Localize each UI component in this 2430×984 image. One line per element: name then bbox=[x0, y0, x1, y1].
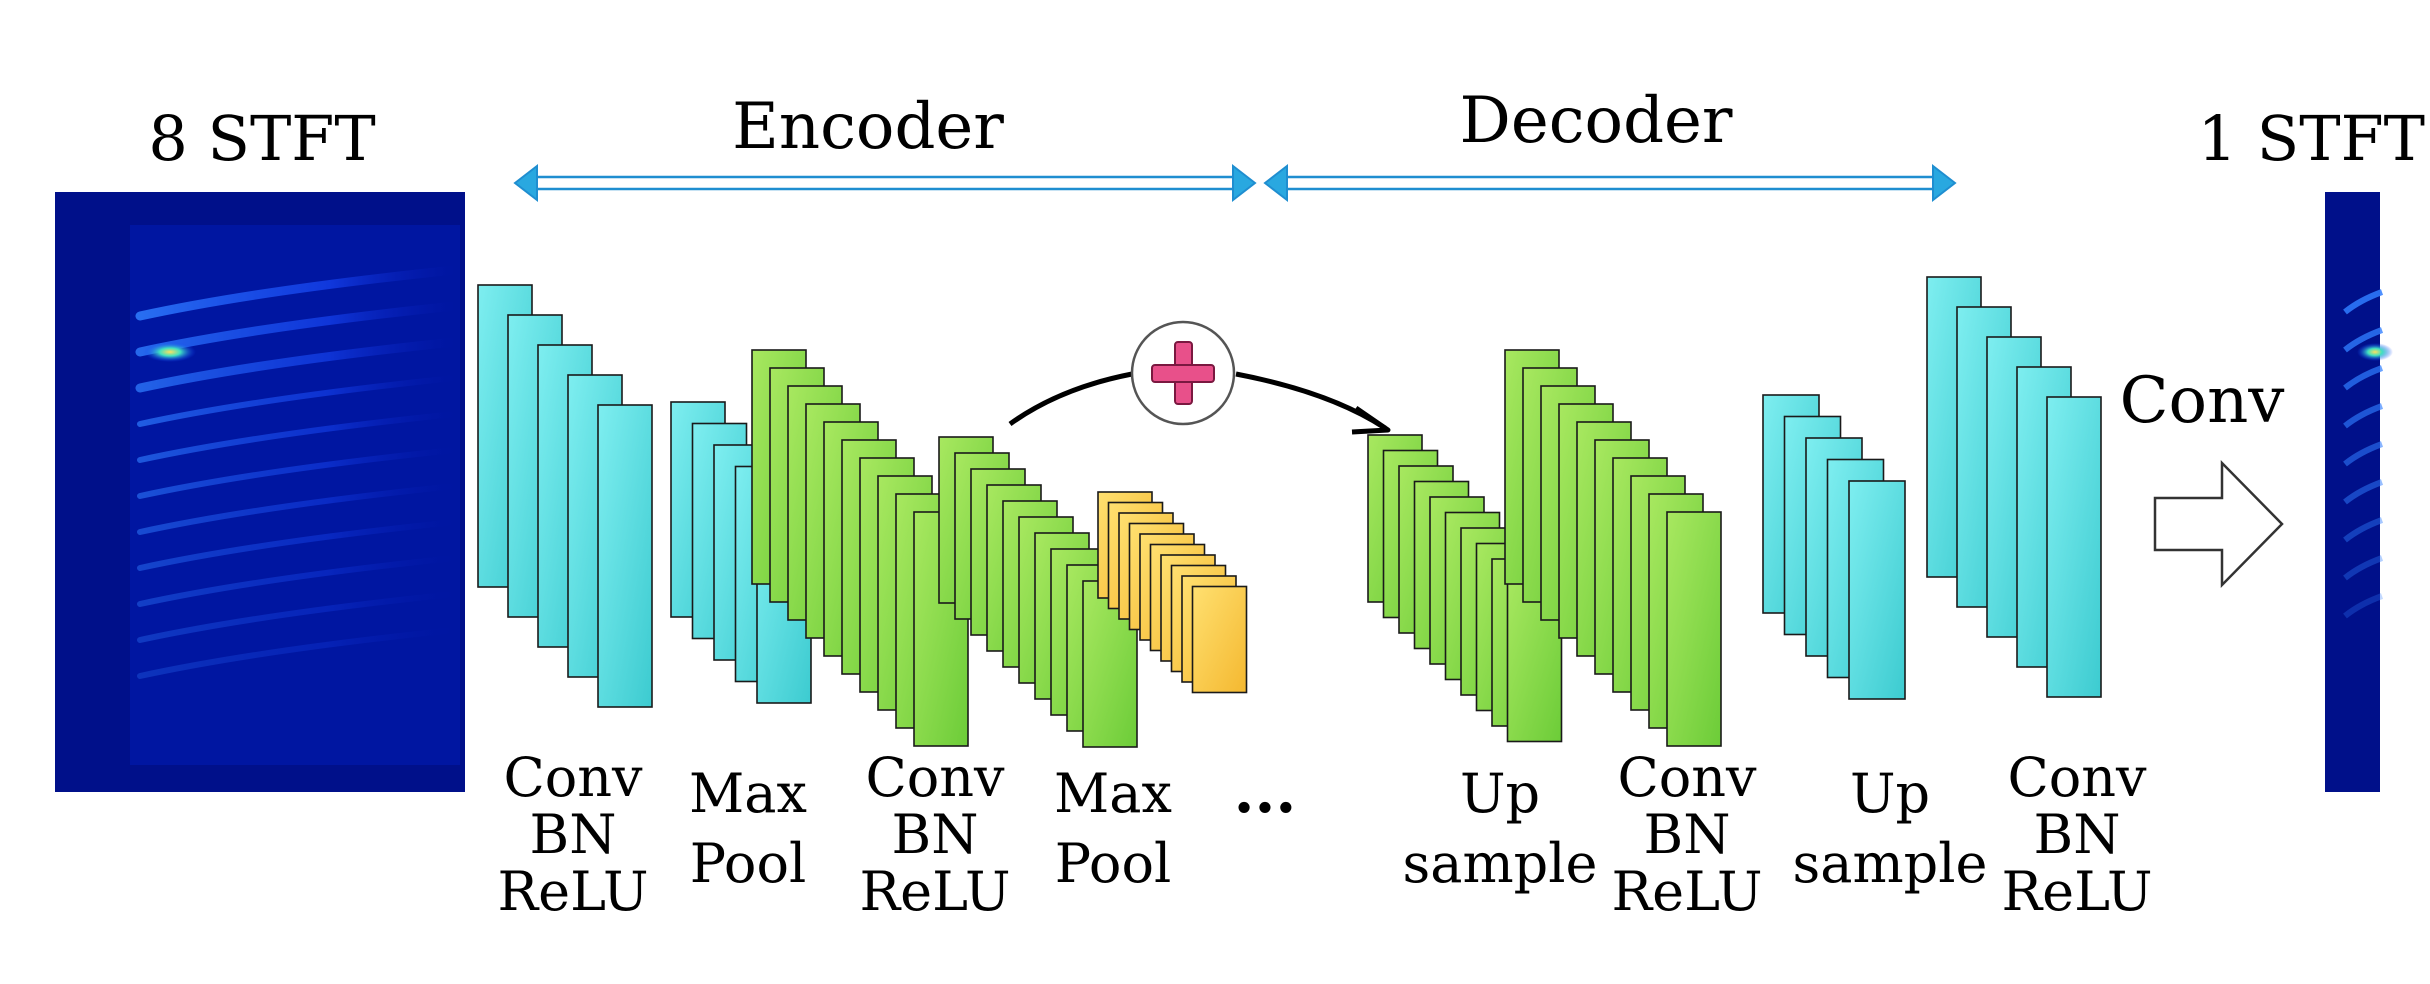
stage-label-line: Conv bbox=[1617, 746, 1757, 809]
layer-stack bbox=[938, 436, 1138, 748]
layer-stack bbox=[1367, 434, 1563, 743]
layer-stacks bbox=[477, 276, 2102, 748]
right-arrow-icon bbox=[2153, 459, 2284, 589]
stage-label-line: ReLU bbox=[497, 860, 648, 923]
stage-label-line: Conv bbox=[865, 746, 1005, 809]
stage-label-line: BN bbox=[892, 803, 979, 866]
stage-label-line: Conv bbox=[2007, 746, 2147, 809]
input-label: 8 STFT bbox=[148, 102, 375, 175]
stage-label-line: Up bbox=[1460, 762, 1540, 825]
encoder-label: Encoder bbox=[732, 90, 1004, 164]
decoder-arrow bbox=[1263, 163, 1957, 203]
stage-label-line: BN bbox=[530, 803, 617, 866]
output-spectrogram bbox=[2325, 192, 2393, 792]
stage-label-line: Max bbox=[1054, 762, 1172, 825]
feature-map bbox=[597, 404, 653, 708]
stage-label-line: Conv bbox=[503, 746, 643, 809]
stage-label: Up sample bbox=[1793, 762, 1988, 895]
layer-stack bbox=[1097, 491, 1248, 694]
stage-label-line: ReLU bbox=[1611, 860, 1762, 923]
encoder-arrow bbox=[513, 163, 1257, 203]
layer-stack bbox=[1926, 276, 2102, 698]
stage-label-line: sample bbox=[1793, 832, 1988, 895]
stage-label-line: Pool bbox=[690, 832, 806, 895]
stage-label-line: Max bbox=[689, 762, 807, 825]
feature-map bbox=[1666, 511, 1722, 747]
decoder-label: Decoder bbox=[1460, 84, 1733, 158]
stage-label-line: sample bbox=[1403, 832, 1598, 895]
stage-label-line: ReLU bbox=[859, 860, 1010, 923]
output-label: 1 STFT bbox=[2198, 102, 2425, 175]
feature-map bbox=[2046, 396, 2102, 698]
layer-stack bbox=[1504, 349, 1722, 747]
layer-stack bbox=[751, 349, 969, 747]
stage-label-line: Up bbox=[1850, 762, 1930, 825]
input-spectrogram bbox=[55, 192, 465, 792]
conv-label: Conv bbox=[2120, 364, 2285, 438]
feature-map bbox=[1848, 480, 1906, 700]
stage-label-line: BN bbox=[2034, 803, 2121, 866]
stage-label: Up sample bbox=[1403, 762, 1598, 895]
layer-stack bbox=[1762, 394, 1906, 700]
add-icon bbox=[1151, 341, 1215, 405]
feature-map bbox=[1191, 585, 1248, 694]
layer-stack bbox=[477, 284, 653, 708]
stage-label-line: Pool bbox=[1055, 832, 1171, 895]
stage-label-line: ... bbox=[1234, 757, 1297, 827]
stage-label: ... bbox=[1234, 757, 1297, 827]
stage-label-line: BN bbox=[1644, 803, 1731, 866]
stage-label-line: ReLU bbox=[2001, 860, 2152, 923]
